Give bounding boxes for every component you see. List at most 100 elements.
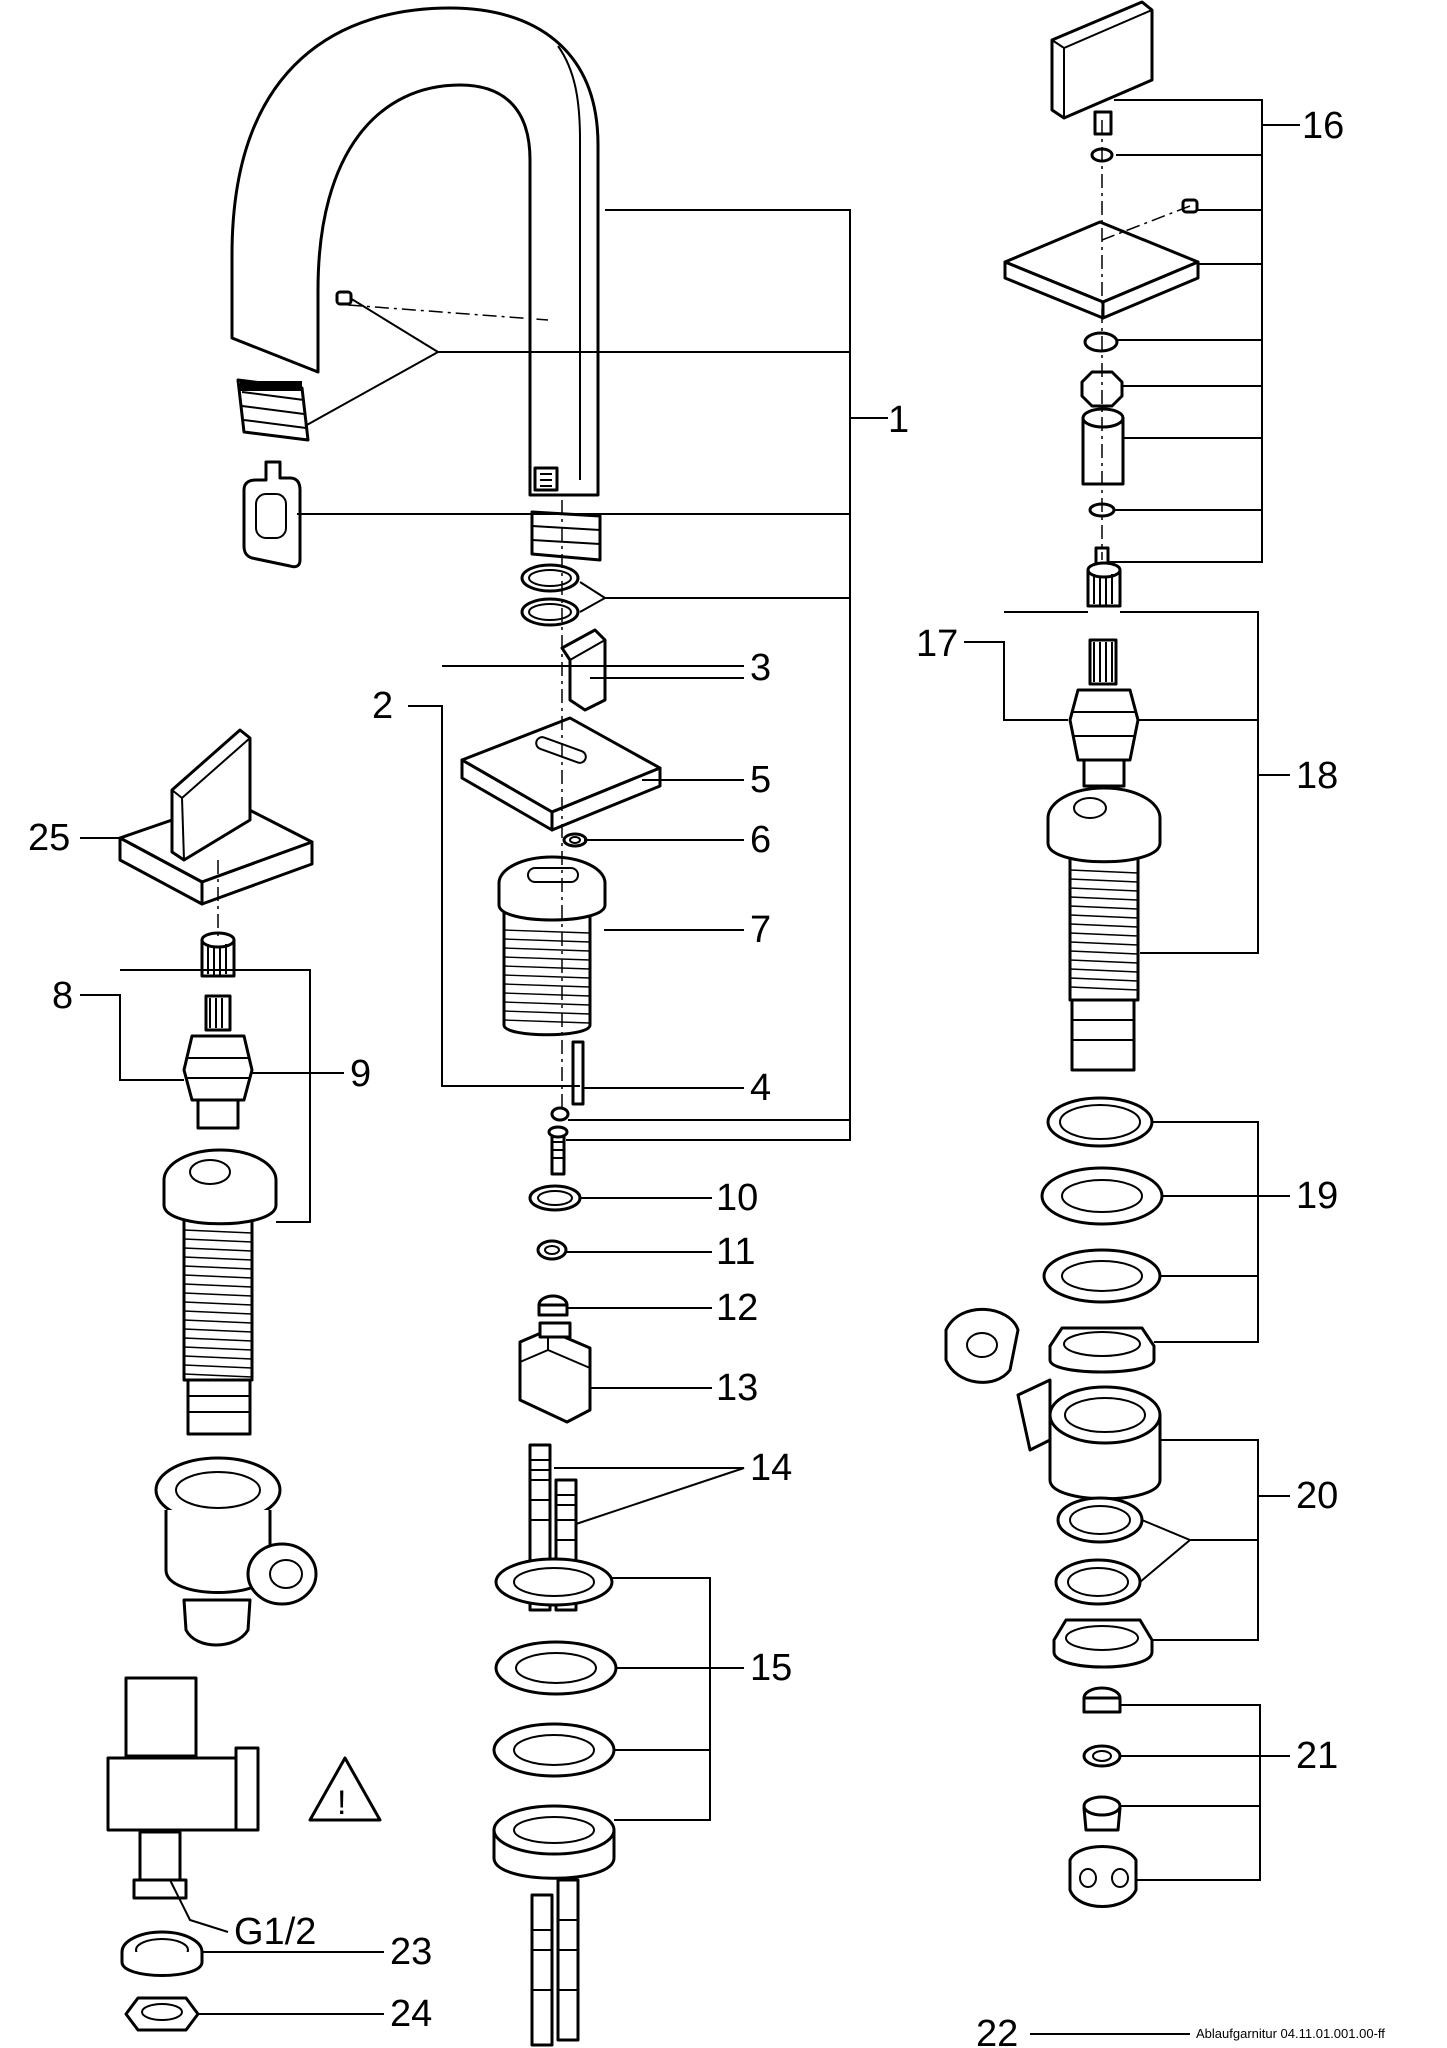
aerator: [236, 378, 310, 442]
thread-line: [503, 983, 591, 988]
thread-line: [183, 1238, 253, 1243]
thread-line: [183, 1265, 253, 1270]
callout-1: 1: [888, 399, 909, 441]
thread-line: [503, 947, 591, 952]
thread-line: [183, 1310, 253, 1315]
footnote: Ablaufgarnitur 04.11.01.001.00-ff: [1196, 2026, 1385, 2041]
supply-hoses-bottom: [530, 1878, 580, 2047]
thread-line: [503, 1010, 591, 1015]
clip-11: [536, 1239, 568, 1261]
callout-23: 23: [390, 1931, 432, 1973]
thread-line: [183, 1346, 253, 1351]
callout-16: 16: [1302, 105, 1344, 147]
callout-4: 4: [750, 1067, 771, 1109]
handle-16: [1050, 0, 1154, 136]
callout-19: 19: [1296, 1175, 1338, 1217]
nut-20: [1052, 1618, 1154, 1669]
escutcheon-plate: [460, 716, 662, 832]
thread-line: [183, 1256, 253, 1261]
callout-7: 7: [750, 909, 771, 951]
callout-3: 3: [750, 647, 771, 689]
callout-17: 17: [916, 623, 958, 665]
thread-line: [503, 1001, 591, 1006]
spout-body: [230, 6, 600, 497]
callout-25: 25: [28, 817, 70, 859]
callout-11: 11: [716, 1231, 755, 1273]
callout-18: 18: [1296, 755, 1338, 797]
cartridge-9: [182, 994, 254, 1130]
connector-block-13: [518, 1321, 592, 1424]
spout-outlet-ring: [530, 510, 602, 562]
thread-line: [183, 1229, 253, 1234]
callout-9: 9: [350, 1053, 371, 1095]
thread-line: [1069, 986, 1139, 991]
thread-line: [183, 1373, 253, 1378]
callout-15: 15: [750, 1647, 792, 1689]
callout-14: 14: [750, 1447, 792, 1489]
axis-lines: [217, 120, 1191, 1110]
thread-line: [183, 1274, 253, 1279]
thread-line: [183, 1364, 253, 1369]
thread-line: [1069, 959, 1139, 964]
threaded-body-right: [1046, 786, 1162, 1072]
small-washer-6: [562, 832, 588, 848]
callout-8: 8: [52, 975, 73, 1017]
warning-symbol: !: [337, 1784, 346, 1822]
o-ring-10: [528, 1184, 582, 1212]
thread-label-g1-2: G1/2: [234, 1911, 316, 1953]
thread-line: [183, 1355, 253, 1360]
thread-line: [183, 1301, 253, 1306]
thread-line: [503, 938, 591, 943]
nut-12: [537, 1294, 569, 1317]
sleeve-16: [1081, 407, 1125, 486]
nut-24: [124, 1996, 200, 2032]
thread-line: [1069, 950, 1139, 955]
valve-body-left: [154, 1456, 318, 1647]
thread-line: [1069, 932, 1139, 937]
washer-set-19: [1040, 1096, 1164, 1374]
cartridge-18: [1068, 638, 1140, 788]
callout-21: 21: [1296, 1735, 1338, 1777]
thread-line: [1069, 977, 1139, 982]
thread-line: [1069, 896, 1139, 901]
spline-adapter-17: [1086, 561, 1122, 608]
nut-16: [1080, 370, 1124, 408]
thread-line: [503, 1019, 591, 1024]
thread-line: [503, 956, 591, 961]
handle-25: [118, 728, 314, 906]
thread-line: [183, 1283, 253, 1288]
threaded-sleeve: [497, 855, 607, 1037]
spindle-rod: [571, 1040, 585, 1106]
callout-6: 6: [750, 819, 771, 861]
thread-line: [183, 1319, 253, 1324]
screw-small: [547, 1106, 570, 1176]
handle-lever: [560, 628, 607, 712]
callout-20: 20: [1296, 1475, 1338, 1517]
thread-line: [1069, 905, 1139, 910]
thread-line: [1069, 869, 1139, 874]
callout-13: 13: [716, 1367, 758, 1409]
callout-12: 12: [716, 1287, 758, 1329]
callout-24: 24: [390, 1993, 432, 2035]
angle-valve: [106, 1676, 260, 1900]
warning-triangle: !: [308, 1756, 382, 1822]
thread-line: [1069, 914, 1139, 919]
callout-5: 5: [750, 759, 771, 801]
mounting-set-15: [492, 1557, 618, 1880]
callout-2: 2: [372, 685, 393, 727]
washer-23: [120, 1930, 204, 1977]
thread-line: [1069, 878, 1139, 883]
thread-line: [1069, 887, 1139, 892]
thread-line: [1069, 923, 1139, 928]
thread-line: [183, 1247, 253, 1252]
aerator-key: [242, 460, 302, 569]
thread-line: [503, 965, 591, 970]
o-rings-20: [1054, 1496, 1144, 1606]
threaded-body-left: [162, 1148, 278, 1436]
callout-labels: 1 2 3 5 6 7 4 10 11 12 13 14 15 25 8 9 G…: [28, 105, 1385, 2048]
thread-line: [1069, 941, 1139, 946]
thread-line: [183, 1328, 253, 1333]
tee-fitting-20: [944, 1307, 1162, 1501]
thread-line: [1069, 968, 1139, 973]
